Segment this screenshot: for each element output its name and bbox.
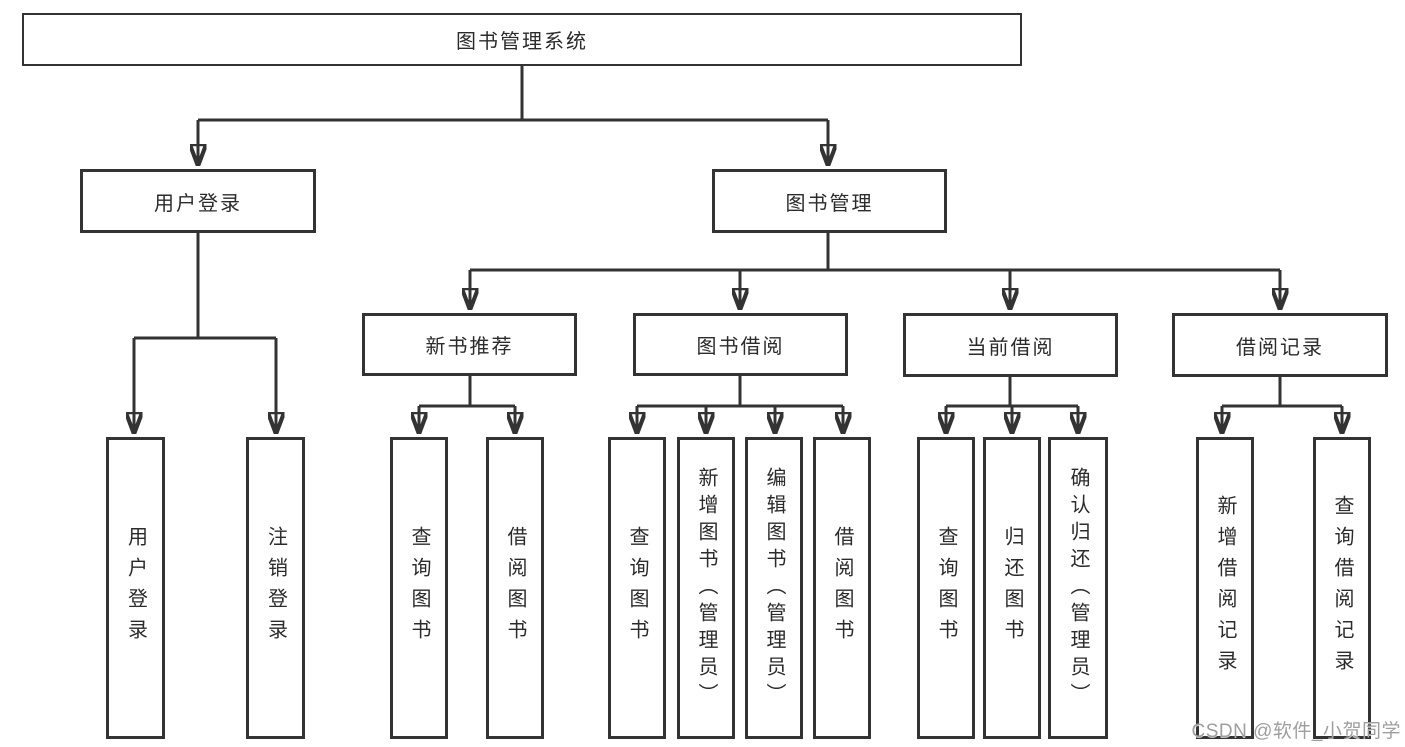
edge-book-borrow-stem xyxy=(637,376,843,408)
node-new-book-recommend: 新书推荐 xyxy=(362,313,577,376)
node-logout-leaf: 注销登录 xyxy=(246,437,305,739)
node-library-management-system: 图书管理系统 xyxy=(22,13,1022,66)
node-user-login: 用户登录 xyxy=(80,169,316,233)
node-label: 新增图书（管理员） xyxy=(695,466,717,710)
node-query-book-borrowsec: 查询图书 xyxy=(608,437,666,739)
node-current-borrow: 当前借阅 xyxy=(903,313,1118,377)
node-add-book-admin: 新增图书（管理员） xyxy=(677,437,735,739)
edge-new-book-stem xyxy=(419,376,515,408)
edges-current-borrow-children xyxy=(946,377,1078,430)
edge-borrow-record-stem xyxy=(1222,377,1342,408)
edges-book-borrow-children xyxy=(637,376,843,430)
node-return-book: 归还图书 xyxy=(983,437,1041,739)
edges-new-book-children xyxy=(419,376,515,430)
node-label: 图书管理系统 xyxy=(456,31,588,53)
node-label: 归还图书 xyxy=(1001,526,1023,650)
node-label: 查询图书 xyxy=(408,526,430,650)
node-query-book-current: 查询图书 xyxy=(917,437,975,739)
edges-root-to-level2 xyxy=(198,66,828,162)
node-label: 注销登录 xyxy=(264,526,287,650)
node-borrow-book-borrowsec: 借阅图书 xyxy=(813,437,871,739)
node-label: 图书管理 xyxy=(785,192,874,215)
node-label: 用户登录 xyxy=(124,526,147,650)
edge-user-login-stem xyxy=(134,233,276,340)
node-borrow-book-newbook: 借阅图书 xyxy=(486,437,544,739)
edge-root-stem xyxy=(198,66,828,122)
csdn-watermark: CSDN @软件_小贺同学 xyxy=(1191,721,1401,742)
node-add-borrow-record: 新增借阅记录 xyxy=(1196,437,1254,739)
edges-borrow-record-children xyxy=(1222,377,1342,430)
node-label: 借阅图书 xyxy=(831,526,853,650)
edge-book-management-stem xyxy=(470,233,1280,272)
node-query-borrow-record: 查询借阅记录 xyxy=(1313,437,1371,739)
node-confirm-return-admin: 确认归还（管理员） xyxy=(1048,437,1108,739)
node-label: 编辑图书（管理员） xyxy=(763,466,785,710)
node-label: 确认归还（管理员） xyxy=(1067,466,1089,710)
node-label: 借阅图书 xyxy=(504,526,526,650)
node-book-borrow: 图书借阅 xyxy=(633,313,848,376)
node-label: 图书借阅 xyxy=(696,336,785,358)
edge-current-borrow-stem xyxy=(946,377,1078,408)
edges-book-management-children xyxy=(470,233,1280,306)
node-book-management: 图书管理 xyxy=(712,169,947,233)
edges-user-login-children xyxy=(134,233,276,430)
node-label: 用户登录 xyxy=(154,192,242,215)
node-edit-book-admin: 编辑图书（管理员） xyxy=(745,437,803,739)
node-user-login-leaf: 用户登录 xyxy=(106,437,165,739)
node-label: 新书推荐 xyxy=(425,336,514,358)
node-label: 查询图书 xyxy=(626,526,648,650)
node-label: 查询借阅记录 xyxy=(1331,495,1353,681)
node-label: 新增借阅记录 xyxy=(1214,495,1236,681)
node-label: 查询图书 xyxy=(935,526,957,650)
node-query-book-newbook: 查询图书 xyxy=(390,437,448,739)
node-borrow-record: 借阅记录 xyxy=(1172,313,1388,377)
node-label: 借阅记录 xyxy=(1236,336,1324,359)
node-label: 当前借阅 xyxy=(966,336,1055,359)
